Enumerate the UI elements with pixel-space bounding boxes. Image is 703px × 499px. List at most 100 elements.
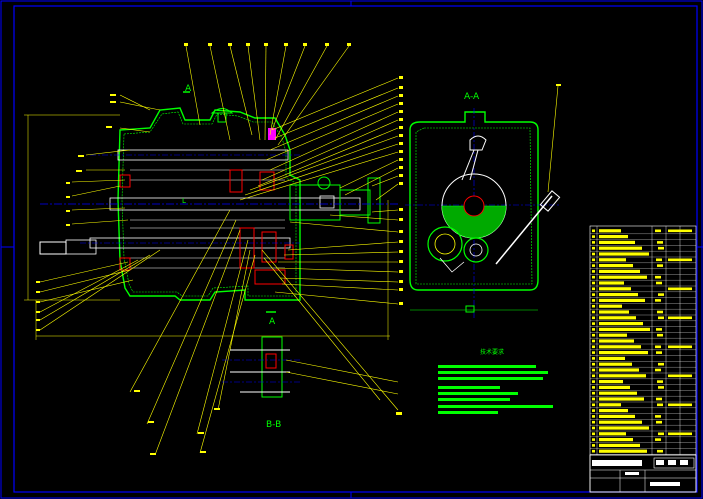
section-marker-a-top: A <box>185 84 192 94</box>
bom-row-text <box>599 362 632 366</box>
gear-block-1 <box>229 169 243 193</box>
bom-row-text <box>599 310 629 314</box>
bom-row-qty <box>657 403 663 407</box>
bom-row-number <box>592 264 595 267</box>
bb-part-outline <box>261 336 283 398</box>
bom-row-material <box>668 345 692 349</box>
bom-row-qty <box>658 386 664 389</box>
bom-row-qty <box>655 368 661 372</box>
notes-heading: 技术要求 <box>480 348 504 356</box>
bom-row-number <box>592 299 595 302</box>
bom-row-qty <box>655 438 661 441</box>
bom-row-qty <box>656 281 662 285</box>
title-block-name <box>592 460 642 466</box>
note-line-2 <box>438 371 548 374</box>
bom-row-qty <box>655 415 661 418</box>
bom-row-number <box>592 374 595 378</box>
bom-row-number <box>592 403 595 407</box>
section-bb-view: B-B <box>222 336 399 430</box>
bom-row-material <box>668 432 692 436</box>
bom-row-number <box>592 449 595 453</box>
bom-row-number <box>592 357 595 360</box>
bom-row-qty <box>658 293 664 296</box>
inner-border <box>13 5 698 493</box>
bom-row-text <box>599 409 628 413</box>
bom-row-number <box>592 258 595 262</box>
bom-row-qty <box>655 299 661 302</box>
gear-block-3 <box>239 227 255 269</box>
note-line-3 <box>438 377 543 380</box>
bom-row-number <box>592 409 595 412</box>
bom-row-material <box>668 258 692 262</box>
bom-row-qty <box>658 432 664 436</box>
bom-row-number <box>592 316 595 320</box>
bom-row-number <box>592 426 595 430</box>
bom-row-text <box>599 240 635 244</box>
bom-row-material <box>668 403 692 407</box>
center-mark: L <box>182 197 186 205</box>
main-section-view: A A L <box>24 84 400 340</box>
highlight-part <box>268 128 276 140</box>
bom-row-number <box>592 241 595 244</box>
bom-row-text <box>599 420 642 424</box>
bom-row-number <box>592 351 595 354</box>
bom-row-text <box>599 374 646 378</box>
bom-row-qty <box>656 397 662 401</box>
bom-row-text <box>599 443 640 447</box>
bom-row-material <box>668 287 692 291</box>
output-flange <box>367 177 381 224</box>
bom-row-number <box>592 362 595 366</box>
lower-gear-right <box>463 237 489 263</box>
fork-boss <box>317 176 331 190</box>
bom-row-text <box>599 397 644 401</box>
bom-row-text <box>599 293 638 297</box>
bom-row-number <box>592 432 595 436</box>
lower-gear-left <box>427 226 463 262</box>
bom-row-number <box>592 322 595 325</box>
bom-row-qty <box>658 362 664 366</box>
bom-row-qty <box>657 333 663 337</box>
bom-row-number <box>592 420 595 424</box>
bom-row-number <box>592 246 595 250</box>
bom-row-text <box>599 333 627 337</box>
bom-row-material <box>668 229 692 233</box>
bom-row-text <box>599 298 645 302</box>
bom-row-number <box>592 293 595 296</box>
section-bb-title: B-B <box>266 420 281 430</box>
note-line-8 <box>438 411 498 414</box>
gear-block-4 <box>261 231 277 263</box>
bom-row-text <box>599 414 635 418</box>
bom-row-number <box>592 229 595 233</box>
bom-row-material <box>668 374 692 378</box>
bom-row-text <box>599 368 639 372</box>
housing-outline <box>117 107 301 301</box>
note-line-1 <box>438 365 536 368</box>
bom-row-text <box>599 385 630 389</box>
bom-row-text <box>599 322 643 326</box>
bearing-left-1 <box>119 174 131 188</box>
bom-row-text <box>599 327 650 331</box>
bom-row-text <box>599 438 633 442</box>
bom-row-text <box>599 432 626 436</box>
bom-row-qty <box>657 449 663 453</box>
bom-row-qty <box>655 275 661 279</box>
bom-row-number <box>592 270 595 273</box>
bom-row-text <box>599 264 633 268</box>
bom-row-number <box>592 275 595 279</box>
bom-row-text <box>599 252 649 256</box>
bom-row-qty <box>657 241 663 244</box>
main-gear-hub <box>463 195 485 217</box>
leader-tags <box>36 43 403 455</box>
title-block <box>589 454 697 493</box>
bom-row-qty <box>656 420 662 424</box>
bom-row-number <box>592 368 595 372</box>
bom-row-text <box>599 229 621 233</box>
bearing-right <box>284 244 294 260</box>
bom-row-text <box>599 345 641 349</box>
section-aa-view: A-A <box>405 84 561 318</box>
bom-row-text <box>599 449 647 453</box>
bom-row-qty <box>658 316 664 320</box>
aa-housing-outer <box>409 111 539 291</box>
bom-rows <box>590 229 696 455</box>
